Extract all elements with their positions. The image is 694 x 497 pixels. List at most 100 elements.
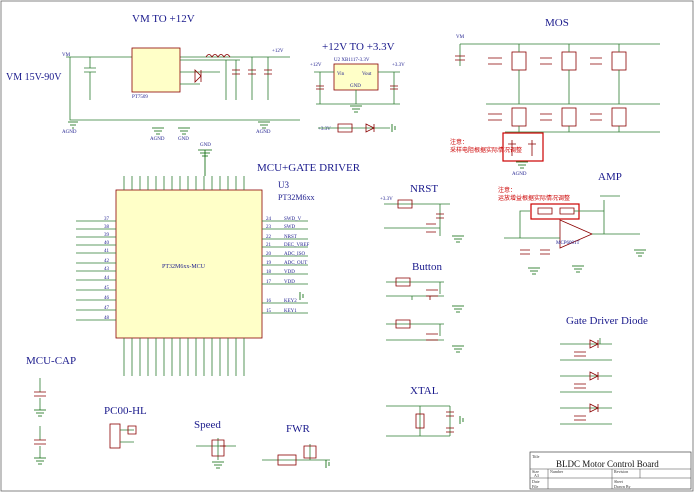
agnd-symbol-3 [258,121,270,129]
mcu-left-pin-40: 40 [104,241,110,246]
shunt-resistors [508,140,536,156]
speed-potentiometer [196,438,236,469]
mcu-left-pin-47: 47 [104,306,110,311]
agnd-symbol-1 [68,121,78,129]
mosfet-high-side-v [561,44,577,104]
mcu-left-pin-46: 46 [104,296,110,301]
shunt-agnd-symbol [516,161,528,169]
buck-output-caps-wires [225,57,269,100]
buck-output-caps [232,69,272,75]
amp-note-line-1: 注意： [498,186,516,194]
mcu-right-pin-23: 23 [266,225,272,230]
nrst-components [397,199,444,233]
nrst-vcc-label: +3.3V [380,197,393,202]
section-title-vm-to-12v: VM TO +12V [132,13,195,25]
title-block-label-file: File [532,484,538,489]
section-title-pc00-hl: PC00-HL [104,405,147,417]
mcu-left-pin-42: 42 [104,259,110,264]
net-12v-out-label: +12V [272,49,284,54]
mcu-left-pin-48: 48 [104,316,110,321]
title-block-label-title: Title [532,454,540,459]
fwr-switch [262,444,330,468]
mcu-right-pin-15: 15 [266,309,272,314]
mcu-left-pin-37: 37 [104,217,110,222]
mcu-left-pin-45: 45 [104,286,110,291]
power-led-resistor [337,123,353,133]
mcu-right-pin-16: 16 [266,299,272,304]
section-title-amp: AMP [598,171,622,183]
gate-diode-v [560,371,612,393]
mosfet-low-side-v [561,107,577,132]
power-led-gnd [391,124,396,132]
amp-filter-caps [520,249,550,255]
agnd-symbol-2 [152,127,164,135]
section-title-mcu-cap: MCU-CAP [26,355,76,367]
buck-output-wires [180,59,240,85]
mos-bus-wires [459,43,660,133]
mcu-net-vdd-2: VDD [284,280,295,285]
opamp-symbol [559,219,593,249]
mcu-right-pins: 24 23 22 21 20 19 18 17 16 15 SWD_V SWD … [262,217,310,314]
mosfet-high-side-w [611,44,627,104]
gnd-symbol-1 [178,127,190,135]
shunt-agnd-label: AGND [512,172,527,177]
amp-wires [504,195,640,239]
title-block-title: BLDC Motor Control Board [556,459,659,469]
title-block-label-number: Number [550,469,564,474]
nrst-gnd-symbol [452,235,464,243]
gate-diode-u [560,338,612,361]
section-title-speed: Speed [194,419,221,431]
mcu-left-pins: 37 38 39 40 41 42 43 44 45 46 47 48 [76,217,116,321]
mcu-gnd-symbol [198,149,212,176]
amp-gnd-symbol-3 [634,249,646,257]
section-title-mcu-gate: MCU+GATE DRIVER [257,162,361,174]
buck-ic-part: PT7509 [132,95,148,100]
section-title-gate-diode: Gate Driver Diode [566,315,648,327]
mcu-net-nrst: NRST [284,235,297,240]
agnd-label-1: AGND [62,130,77,135]
mcu-right-pin-18: 18 [266,270,272,275]
agnd-wire [69,57,300,121]
amp-gain-resistors [537,207,575,215]
mcu-left-pin-43: 43 [104,267,110,272]
shunt-note-line-1: 注意： [450,138,468,146]
section-title-xtal: XTAL [410,385,439,397]
mcu-ic [115,189,263,339]
mos-vm-net: VM [456,35,465,40]
mcu-gnd-label: GND [200,143,211,148]
ldo-pin-gnd: GND [350,84,361,89]
mcu-right-pin-17: 17 [266,280,272,285]
mcu-right-pin-24: 24 [266,217,272,222]
amp-gain-highlight-box [530,203,580,220]
agnd-label-2: AGND [150,137,165,142]
vm-range-label: VM 15V-90V [6,72,62,83]
ldo-pin-vin: Vin [337,72,345,77]
title-block-label-drawn: Drawn By [614,484,631,489]
agnd-label-3: AGND [256,130,271,135]
led-net-label: +3.3V [318,127,331,132]
ldo-part: U2 XB1117-3.3V [334,58,370,63]
title-block-size: A3 [534,473,539,478]
power-led [365,123,375,133]
mcu-net-swd-v: SWD_V [284,217,302,222]
net-vm-label: VM [62,53,71,58]
ldo-in-net: +12V [310,63,322,68]
mcu-net-key1: KEY1 [284,309,297,314]
section-title-mos: MOS [545,17,569,29]
section-title-nrst: NRST [410,183,438,195]
opamp-part: MCP6001T [556,241,580,246]
amp-gnd-symbol-1 [528,267,540,275]
mcu-right-pin-22: 22 [266,235,272,240]
ldo-wires [314,71,400,105]
ldo-out-net: +3.3V [392,63,405,68]
mcu-net-dec-vref: DEC_VREF [284,243,310,248]
mosfet-low-side-w [611,107,627,132]
mcu-right-gnd [299,292,304,300]
nrst-wires [384,203,450,236]
ldo-ic [333,63,379,91]
mcu-left-pin-41: 41 [104,249,110,254]
mcu-net-key2: KEY2 [284,299,297,304]
ldo-caps [316,85,398,90]
